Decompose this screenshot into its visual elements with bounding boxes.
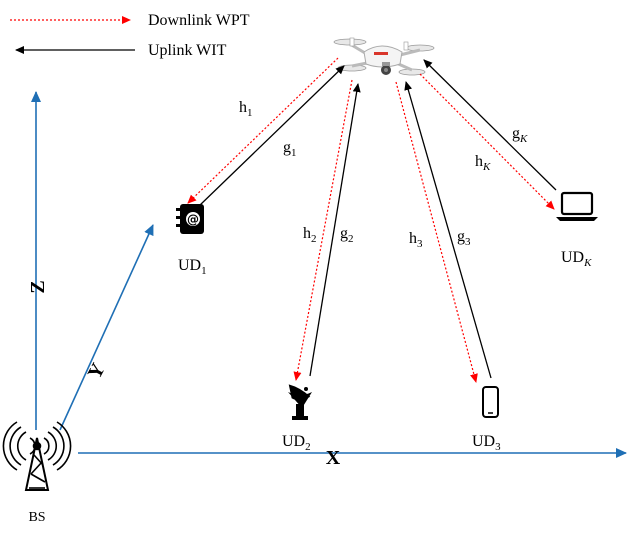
label-h1: h1 <box>239 99 253 119</box>
axes: Z Y X <box>27 91 627 469</box>
drone-icon <box>333 37 435 76</box>
y-axis-label: Y <box>84 359 110 383</box>
z-axis-label: Z <box>27 280 49 293</box>
downlink-h2 <box>293 79 353 381</box>
svg-text:UDK: UDK <box>561 249 592 269</box>
links <box>187 57 557 383</box>
uplink-g1 <box>198 65 345 207</box>
legend-downlink-label: Downlink WPT <box>148 12 250 29</box>
udk-label: UDK <box>561 249 592 269</box>
label-g1: g1 <box>283 139 297 159</box>
uplink-gk <box>423 59 557 191</box>
downlink-h1 <box>187 57 339 204</box>
x-axis-label: X <box>326 447 341 469</box>
ud1-label: UD1 <box>178 257 207 277</box>
svg-text:@: @ <box>187 213 199 227</box>
downlink-hk <box>419 73 555 210</box>
label-h3: h3 <box>409 230 423 250</box>
legend: Downlink WPT Uplink WIT <box>10 12 250 59</box>
base-station-label: BS <box>28 510 45 525</box>
satellite-dish-icon <box>288 384 312 420</box>
label-g2: g2 <box>340 225 354 245</box>
label-hk: hK <box>475 153 491 173</box>
legend-uplink-label: Uplink WIT <box>148 42 227 59</box>
ud2-label: UD2 <box>282 433 311 453</box>
channel-labels: h1 g1 h2 g2 h3 g3 hK gK <box>239 99 528 250</box>
label-g3: g3 <box>457 228 471 248</box>
svg-text:UD2: UD2 <box>282 433 311 453</box>
svg-text:UD1: UD1 <box>178 257 207 277</box>
uplink-g3 <box>404 81 492 379</box>
ud3-label: UD3 <box>472 433 501 453</box>
y-axis <box>59 224 154 431</box>
label-h2: h2 <box>303 225 317 245</box>
label-gk: gK <box>512 125 528 145</box>
uplink-g2 <box>309 83 361 377</box>
smartphone-icon <box>482 386 499 418</box>
laptop-icon <box>556 191 598 221</box>
svg-text:UD3: UD3 <box>472 433 501 453</box>
notebook-icon: @ <box>176 204 204 234</box>
antenna-tower-icon <box>2 421 72 491</box>
